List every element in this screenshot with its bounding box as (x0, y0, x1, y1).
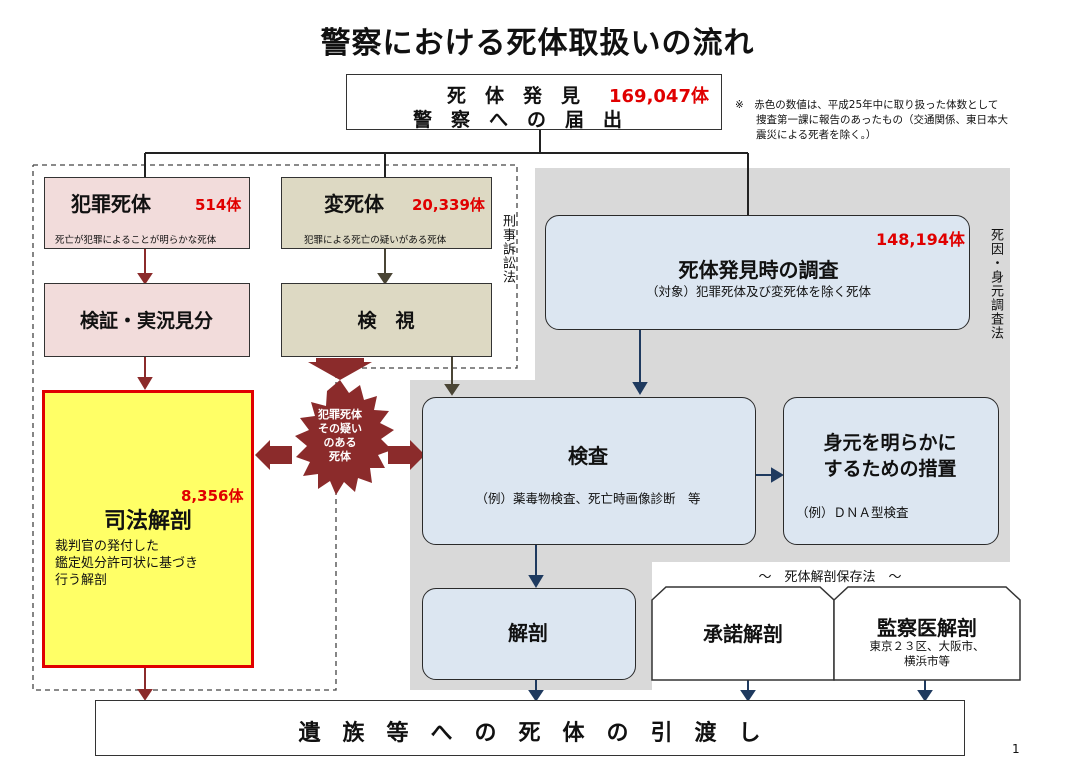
judicial-autopsy-desc: 裁判官の発付した 鑑定処分許可状に基づき 行う解剖 (55, 539, 199, 588)
discovery-line1: 死 体 発 見 (447, 85, 581, 107)
burst-label: 犯罪死体 その疑い のある 死体 (318, 408, 362, 463)
judicial-autopsy-title: 司法解剖 (103, 509, 192, 534)
autopsy-box: 解剖 (422, 588, 636, 680)
investigation-sub: （対象）犯罪死体及び変死体を除く死体 (645, 284, 871, 299)
investigation-count: 148,194体 (876, 230, 965, 249)
crime-corpse-count: 514体 (195, 196, 242, 214)
identity-box: 身元を明らかに するための措置 （例）ＤＮＡ型検査 (783, 397, 999, 545)
investigation-box: 148,194体 死体発見時の調査 （対象）犯罪死体及び変死体を除く死体 (545, 215, 970, 330)
autopsy-label: 解剖 (508, 621, 548, 645)
kensho-box: 検証・実況見分 (44, 283, 250, 357)
kensho-label: 検証・実況見分 (79, 310, 213, 332)
crime-corpse-title: 犯罪死体 (71, 192, 151, 216)
unnatural-corpse-title: 変死体 (324, 192, 384, 216)
handover-box: 遺 族 等 へ の 死 体 の 引 渡 し (95, 700, 965, 756)
unnatural-corpse-count: 20,339体 (412, 196, 485, 214)
handover-label: 遺 族 等 へ の 死 体 の 引 渡 し (298, 721, 761, 746)
exam-title: 検査 (568, 444, 608, 468)
burst-star (295, 380, 394, 495)
judicial-autopsy-count: 8,356体 (181, 487, 244, 505)
kenshi-label: 検 視 (357, 310, 415, 332)
preservation-law-label: ～ 死体解剖保存法 ～ (758, 570, 902, 585)
consent-autopsy-label: 承諾解剖 (703, 622, 783, 646)
keiji-law-label: 刑事訴訟法 (500, 214, 515, 284)
exam-sub: （例）薬毒物検査、死亡時画像診断 等 (475, 491, 701, 506)
discovery-box: 死 体 発 見 169,047体 警 察 へ の 届 出 (346, 74, 722, 131)
crime-corpse-desc: 死亡が犯罪によることが明らかな死体 (55, 235, 217, 246)
identity-title: 身元を明らかに するための措置 (823, 432, 957, 480)
examiner-box-shape (833, 586, 1021, 681)
discovery-line2: 警 察 へ の 届 出 (413, 109, 623, 131)
identity-sub: （例）ＤＮＡ型検査 (796, 505, 909, 520)
unnatural-corpse-box: 変死体 20,339体 犯罪による死亡の疑いがある死体 (281, 177, 492, 249)
crime-corpse-box: 犯罪死体 514体 死亡が犯罪によることが明らかな死体 (44, 177, 250, 249)
discovery-count: 169,047体 (609, 86, 709, 107)
exam-box: 検査 （例）薬毒物検査、死亡時画像診断 等 (422, 397, 756, 545)
unnatural-corpse-desc: 犯罪による死亡の疑いがある死体 (304, 235, 447, 246)
shiin-law-label: 死因・身元調査法 (988, 228, 1003, 340)
note-text: ※ 赤色の数値は、平成25年中に取り扱った体数として 捜査第一課に報告のあったも… (735, 99, 1008, 141)
examiner-autopsy-sub: 東京２３区、大阪市、 横浜市等 (869, 639, 985, 668)
kenshi-box: 検 視 (281, 283, 492, 357)
page-title: 警察における死体取扱いの流れ (320, 26, 755, 61)
judicial-autopsy-box: 8,356体 司法解剖 裁判官の発付した 鑑定処分許可状に基づき 行う解剖 (42, 390, 254, 668)
examiner-autopsy-title: 監察医解剖 (877, 616, 977, 640)
page-number: 1 (1012, 742, 1020, 756)
investigation-title: 死体発見時の調査 (678, 258, 839, 282)
